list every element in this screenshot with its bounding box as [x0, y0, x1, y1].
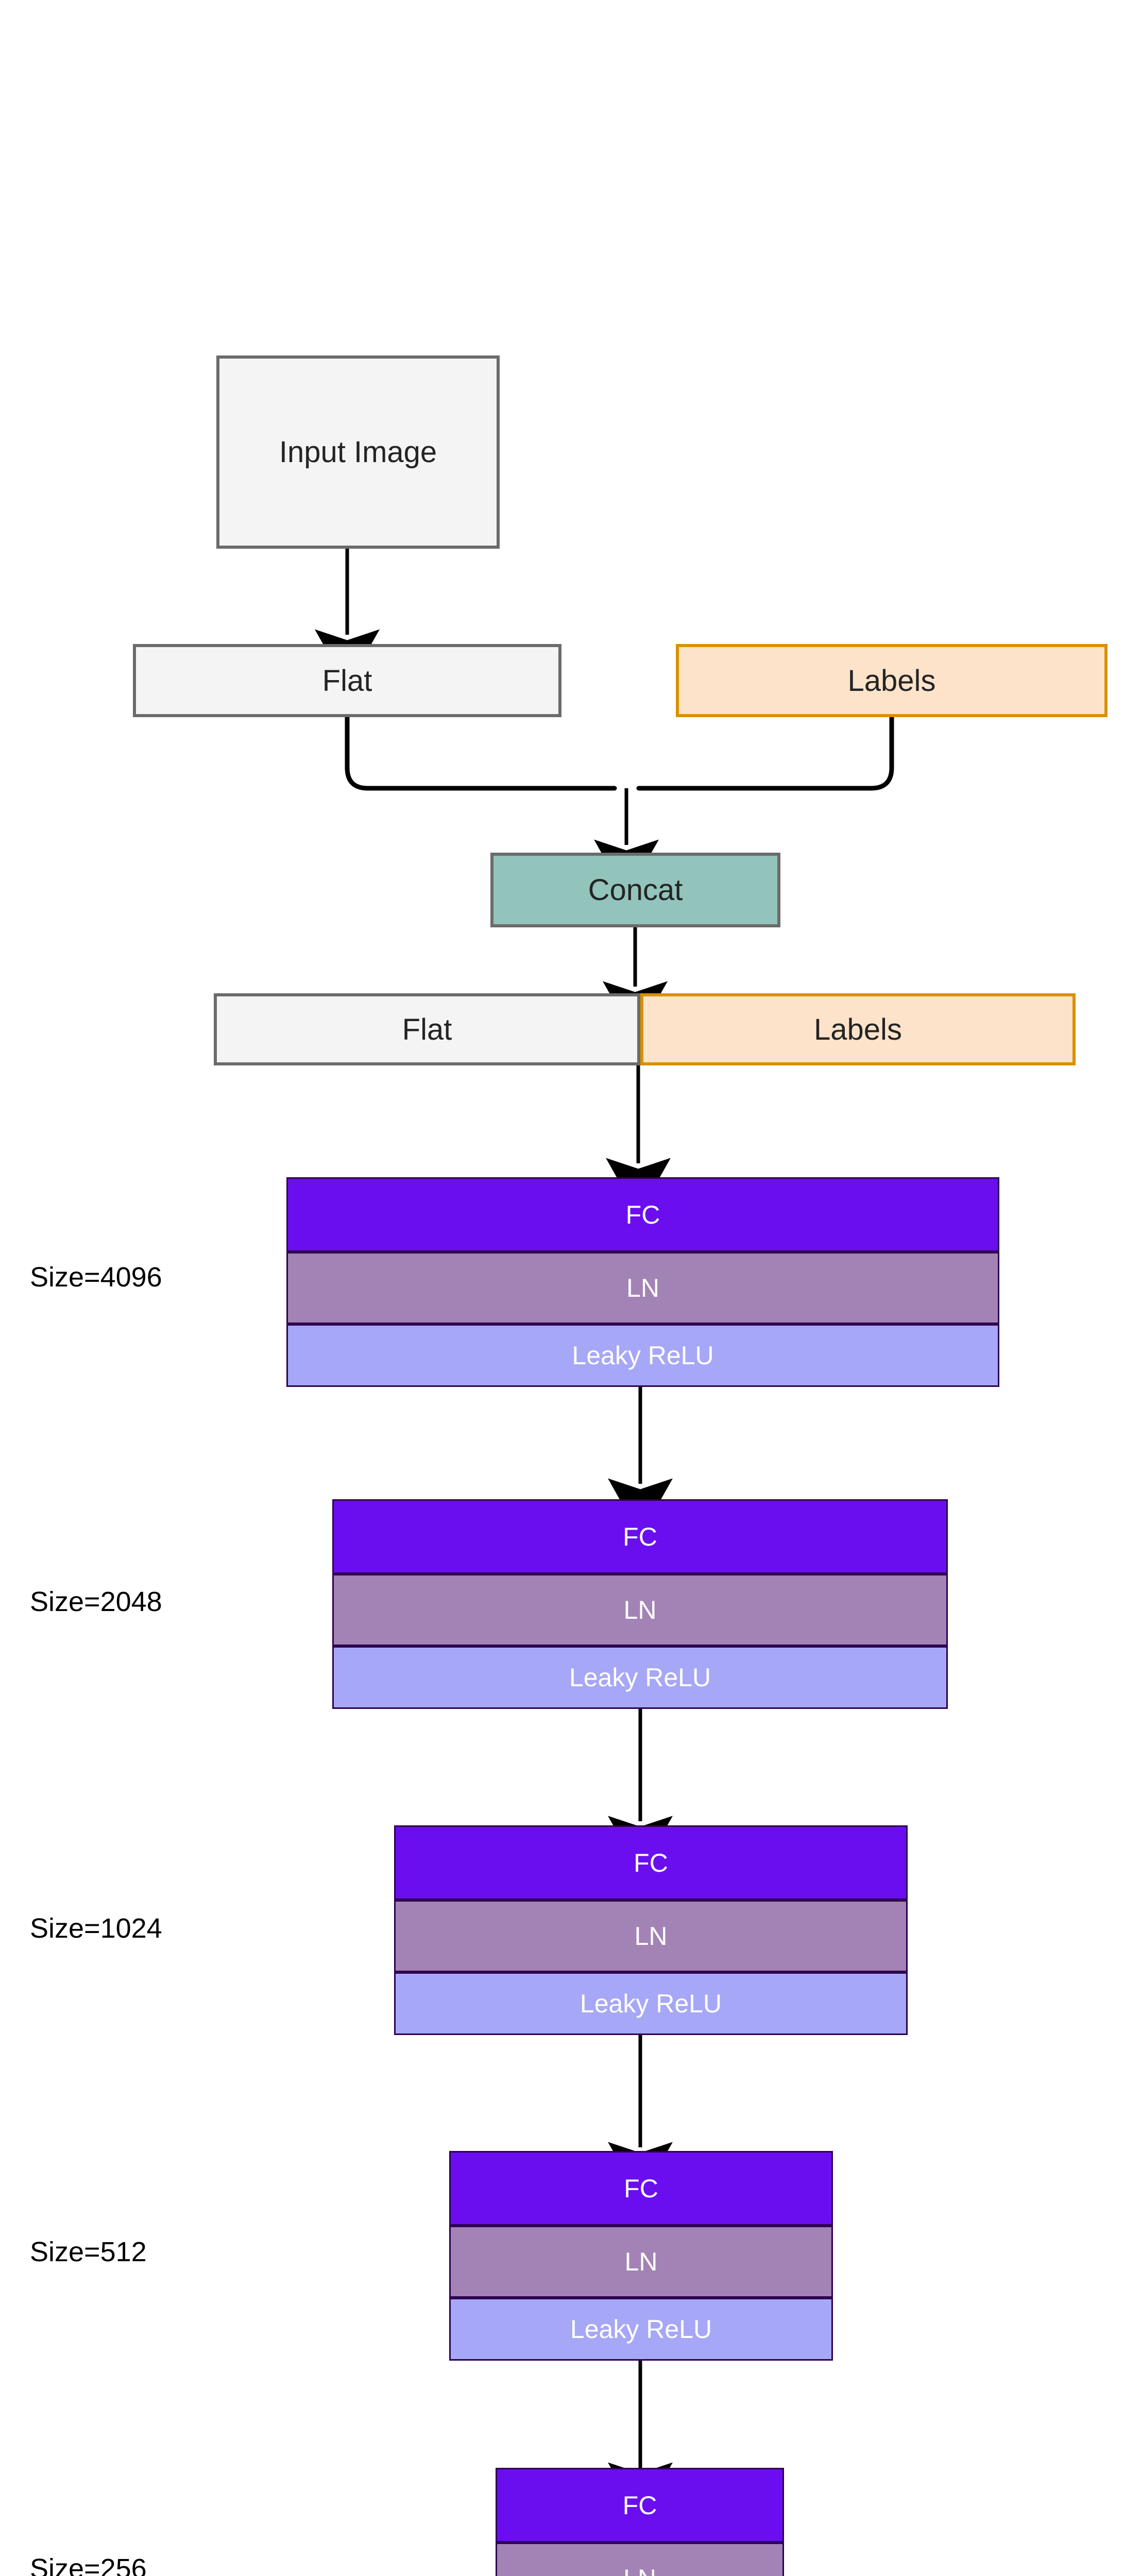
layer-2048-band-fc[interactable]: FC — [332, 1499, 948, 1574]
node-labels-top-label: Labels — [847, 664, 936, 698]
layer-4096-band-fc[interactable]: FC — [286, 1177, 999, 1252]
node-flat-merged-label: Flat — [402, 1012, 452, 1046]
layer-4096-band-ln[interactable]: LN — [286, 1252, 999, 1324]
layer-512-band-ln[interactable]: LN — [449, 2226, 833, 2298]
node-input-image-label: Input Image — [279, 435, 437, 469]
layer-512-band-fc[interactable]: FC — [449, 2151, 833, 2226]
layer-1024-band-leaky[interactable]: Leaky ReLU — [394, 1972, 908, 2035]
size-label-512: Size=512 — [30, 2236, 147, 2267]
node-labels-top[interactable]: Labels — [676, 644, 1108, 717]
layer-1024-band-ln[interactable]: LN — [394, 1900, 908, 1972]
layer-512-band-leaky[interactable]: Leaky ReLU — [449, 2298, 833, 2361]
size-label-4096: Size=4096 — [30, 1262, 162, 1293]
size-label-1024: Size=1024 — [30, 1913, 162, 1944]
edge-flat-to-concat — [345, 714, 617, 791]
edge-labels-to-concat — [636, 714, 894, 791]
node-flat-top[interactable]: Flat — [133, 644, 561, 717]
node-flat-top-label: Flat — [322, 664, 372, 698]
layer-256-band-fc[interactable]: FC — [496, 2468, 784, 2543]
node-labels-merged-label: Labels — [814, 1012, 902, 1046]
layer-2048-band-leaky[interactable]: Leaky ReLU — [332, 1646, 948, 1709]
layer-4096-band-leaky[interactable]: Leaky ReLU — [286, 1324, 999, 1387]
node-concat-label: Concat — [588, 873, 683, 907]
layer-256-band-ln[interactable]: LN — [496, 2543, 784, 2576]
node-flat-merged[interactable]: Flat — [214, 993, 640, 1065]
node-input-image[interactable]: Input Image — [216, 355, 500, 549]
layer-2048-band-ln[interactable]: LN — [332, 1574, 948, 1646]
size-label-256: Size=256 — [30, 2553, 147, 2576]
size-label-2048: Size=2048 — [30, 1586, 162, 1617]
node-labels-merged[interactable]: Labels — [640, 993, 1076, 1065]
node-concat[interactable]: Concat — [490, 853, 780, 927]
layer-1024-band-fc[interactable]: FC — [394, 1825, 908, 1900]
